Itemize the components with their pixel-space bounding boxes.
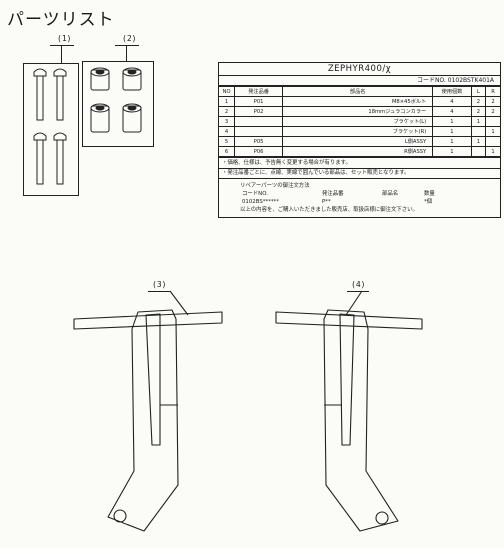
parts-grid: NO 発注品番 部品名 使用個数 L R 1 P01 M8×45ボルト 4 2 … — [219, 86, 500, 157]
collar-icon — [122, 67, 142, 91]
bolt-icon — [33, 68, 47, 121]
table-row: 4 ブラケット(R) 1 1 — [219, 126, 500, 137]
repair-values: 0102BS****** P** *個 — [242, 199, 433, 205]
table-row: 5 P05 L側ASSY 1 1 — [219, 136, 500, 147]
callout-3-leader — [148, 291, 170, 292]
note-line: ・発注品番ごとに、点線、実線で囲んでいる部品は、セット販売となります。 — [219, 169, 500, 179]
col-part-number: 発注品番 — [234, 86, 284, 97]
bolt-set-panel — [23, 63, 79, 196]
bolt-icon — [53, 68, 67, 121]
callout-1: (1) — [57, 34, 72, 43]
callout-1-drop — [61, 45, 62, 63]
col-part-name: 部品名 — [282, 86, 434, 97]
page-title: パーツリスト — [7, 10, 115, 30]
col-no: NO — [219, 86, 236, 97]
col-left: L — [470, 86, 487, 97]
table-header-row: NO 発注品番 部品名 使用個数 L R — [219, 86, 500, 97]
collar-icon — [90, 103, 110, 133]
bolt-icon — [33, 132, 47, 185]
callout-4: (4) — [351, 280, 366, 289]
note-line: ・価格、仕様は、予告無く変更する場合が有ります。 — [219, 159, 500, 169]
table-row: 2 P02 18mmジュラコンカラー 4 2 2 — [219, 106, 500, 117]
callout-3: (3) — [152, 280, 167, 289]
callout-2-leader — [115, 45, 139, 46]
repair-title: リペアーパーツの御注文方法 — [240, 183, 310, 189]
col-quantity: 使用個数 — [432, 86, 472, 97]
table-row: 3 ブラケット(L) 1 1 — [219, 116, 500, 127]
table-model-header: ZEPHYR400/χ — [219, 63, 500, 76]
col-right: R — [485, 86, 500, 97]
callout-2-drop — [126, 45, 127, 61]
bracket-right-drawing — [275, 290, 423, 532]
collar-icon — [90, 67, 110, 91]
repair-order-section: リペアーパーツの御注文方法 コードNO. 発注品番 部品名 数量 0102BS*… — [219, 180, 500, 217]
callout-1-leader — [50, 45, 74, 46]
repair-footer: 以上の内容を、ご購入いただきました販売店、取扱店様に御注文下さい。 — [240, 207, 418, 213]
bracket-left-drawing — [73, 290, 223, 532]
collar-icon — [122, 103, 142, 133]
table-notes: ・価格、仕様は、予告無く変更する場合が有ります。 ・発注品番ごとに、点線、実線で… — [219, 157, 500, 180]
bolt-icon — [53, 132, 67, 185]
callout-4-leader — [347, 291, 369, 292]
table-row: 1 P01 M8×45ボルト 4 2 2 — [219, 96, 500, 107]
collar-drawings — [90, 67, 142, 133]
table-code-line: コードNO. 0102BSTK401A — [219, 76, 500, 86]
repair-headers: コードNO. 発注品番 部品名 数量 — [242, 191, 435, 197]
bolt-drawings — [33, 68, 67, 185]
callout-2: (2) — [122, 34, 137, 43]
collar-set-panel — [82, 61, 154, 147]
parts-table: ZEPHYR400/χ コードNO. 0102BSTK401A NO 発注品番 … — [218, 62, 501, 218]
table-row: 6 P06 R側ASSY 1 1 — [219, 146, 500, 157]
